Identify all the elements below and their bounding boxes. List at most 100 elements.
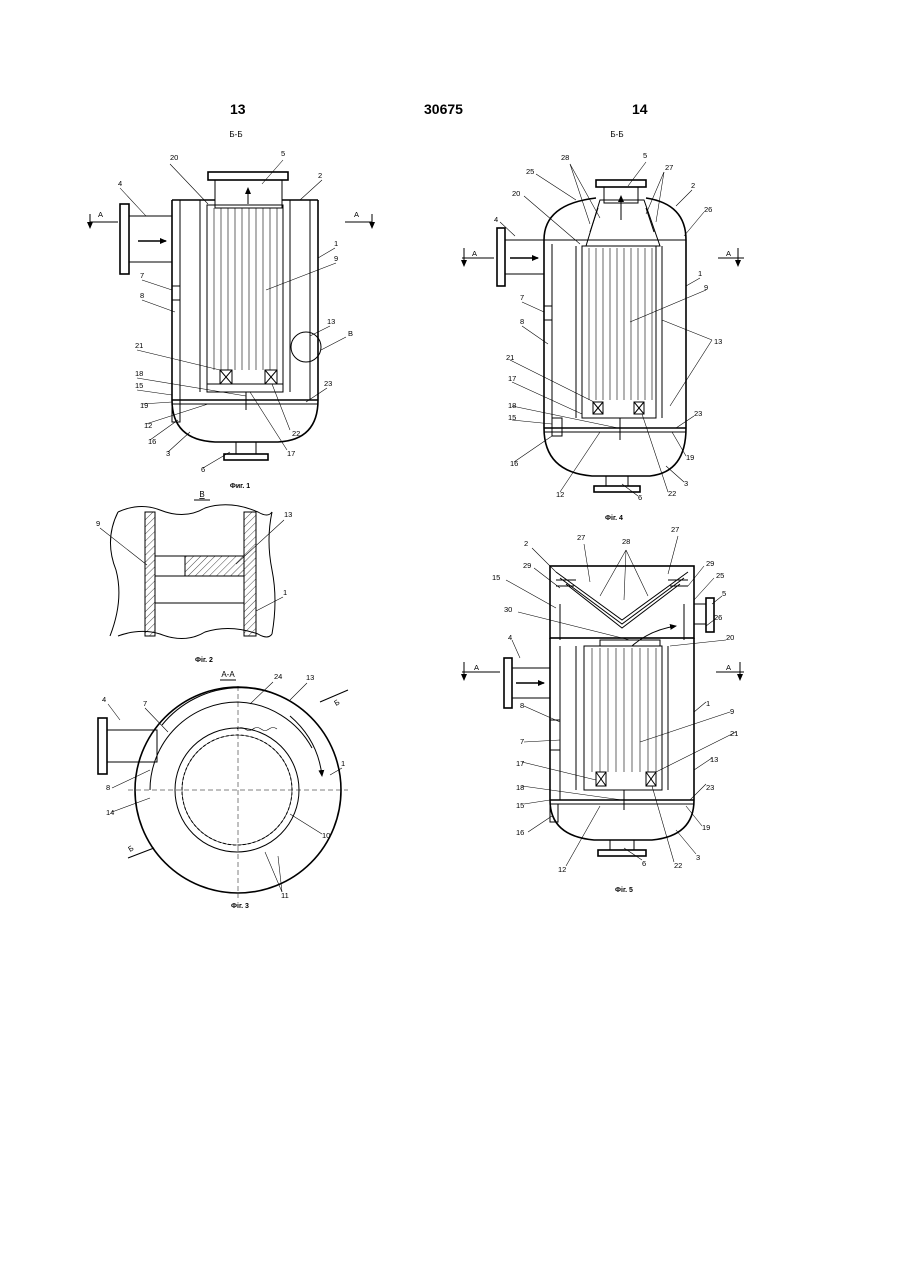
fig1-label: 18 [135,369,143,378]
fig1-caption: Фиг. 1 [230,483,250,490]
fig5-label: 22 [674,861,682,870]
fig5-label: 18 [516,783,524,792]
fig1-inlet-nozzle [129,216,172,262]
fig1-inlet-flange [120,204,129,274]
fig4-label: 26 [704,205,712,214]
fig5-label: 23 [706,783,714,792]
fig1-outlet-flange [208,172,288,180]
fig1-label: В [348,329,353,338]
fig5-label: 8 [520,701,524,710]
fig3-inlet-flange [98,718,107,774]
fig5-bottom-head [550,800,694,840]
fig5-label: 19 [702,823,710,832]
fig5-label: 27 [577,533,585,542]
fig1-detail-circle [291,332,321,362]
figure-5: А А 27 28 27 2 29 29 15 25 5 30 26 20 4 … [462,525,744,894]
fig4-label: 6 [638,493,642,502]
fig1-label: 6 [201,465,205,474]
fig5-inlet-flange [504,658,512,708]
fig4-label: 21 [506,353,514,362]
fig3-label: 1 [341,759,345,768]
fig4-label: 8 [520,317,524,326]
figure-4: Б-Б [462,130,744,522]
fig5-label: 13 [710,755,718,764]
fig4-label: 19 [686,453,694,462]
fig5-label: 29 [523,561,531,570]
fig3-tube-wave [237,728,277,731]
fig4-label: 12 [556,490,564,499]
fig1-label: 7 [140,271,144,280]
fig1-label: 8 [140,291,144,300]
fig5-label: 1 [706,699,710,708]
fig1-tube-bundle [207,205,283,392]
fig5-label: 6 [642,859,646,868]
fig1-label: 4 [118,179,122,188]
fig3-inlet-nozzle [107,730,157,762]
fig1-label: 12 [144,421,152,430]
fig5-label: 2 [524,539,528,548]
fig4-label: 20 [512,189,520,198]
fig4-label: 22 [668,489,676,498]
fig5-label: 15 [492,573,500,582]
fig4-label: 1 [698,269,702,278]
fig3-label: 4 [102,695,106,704]
fig4-label: 7 [520,293,524,302]
fig4-inlet-flange [497,228,505,286]
fig5-label: 26 [714,613,722,622]
fig1-section-title: Б-Б [229,130,242,139]
fig3-label: 11 [281,891,289,900]
fig2-caption: Фіг. 2 [195,656,213,664]
fig3-caption: Фіг. 3 [231,902,249,910]
fig3-section-title: А-А [221,670,235,679]
fig4-section-arrow-right: А [726,249,731,258]
fig4-label: 16 [510,459,518,468]
fig4-label: 5 [643,151,647,160]
fig5-label: 16 [516,828,524,837]
fig4-callouts: 28 5 27 25 2 20 26 4 1 9 7 8 13 21 17 18… [494,151,722,502]
fig1-label: 9 [334,254,338,263]
fig5-label: 3 [696,853,700,862]
fig3-label: 24 [274,672,282,681]
fig5-label: 5 [722,589,726,598]
fig4-label: 17 [508,374,516,383]
figure-2: В 9 13 1 Фіг. 2 [96,490,292,664]
figure-3: А-А Б Б 24 13 4 7 8 1 14 10 11 Фіг. 3 [98,670,348,910]
fig2-label: 13 [284,510,292,519]
fig3-label: 13 [306,673,314,682]
fig1-label: 23 [324,379,332,388]
fig5-label: 29 [706,559,714,568]
fig2-wall-9 [145,512,155,636]
fig1-label: 22 [292,429,300,438]
fig5-caption: Фіг. 5 [615,886,633,894]
fig4-section-arrow-left: А [472,249,477,258]
fig4-label: 2 [691,181,695,190]
fig5-label: 21 [730,729,738,738]
fig2-label: 1 [283,588,287,597]
fig3-label: 7 [143,699,147,708]
fig5-top-housing [550,566,694,638]
fig5-label: 4 [508,633,512,642]
fig4-section-title: Б-Б [610,130,623,139]
fig4-label: 18 [508,401,516,410]
fig5-label: 15 [516,801,524,810]
fig5-label: 30 [504,605,512,614]
fig5-label: 27 [671,525,679,534]
fig1-label: 3 [166,449,170,458]
fig4-bottom-head [544,428,686,476]
fig3-label: 14 [106,808,114,817]
fig5-section-arrow-left: А [474,663,479,672]
fig4-label: 27 [665,163,673,172]
fig2-title: В [199,490,204,499]
fig1-label: 13 [327,317,335,326]
fig4-label: 28 [561,153,569,162]
fig1-section-arrow-right: А [354,210,359,219]
fig5-label: 17 [516,759,524,768]
fig5-label: 20 [726,633,734,642]
fig1-label: 16 [148,437,156,446]
fig4-caption: Фіг. 4 [605,514,623,522]
fig4-label: 3 [684,479,688,488]
fig1-label: 5 [281,149,285,158]
fig5-label: 12 [558,865,566,874]
fig4-label: 15 [508,413,516,422]
